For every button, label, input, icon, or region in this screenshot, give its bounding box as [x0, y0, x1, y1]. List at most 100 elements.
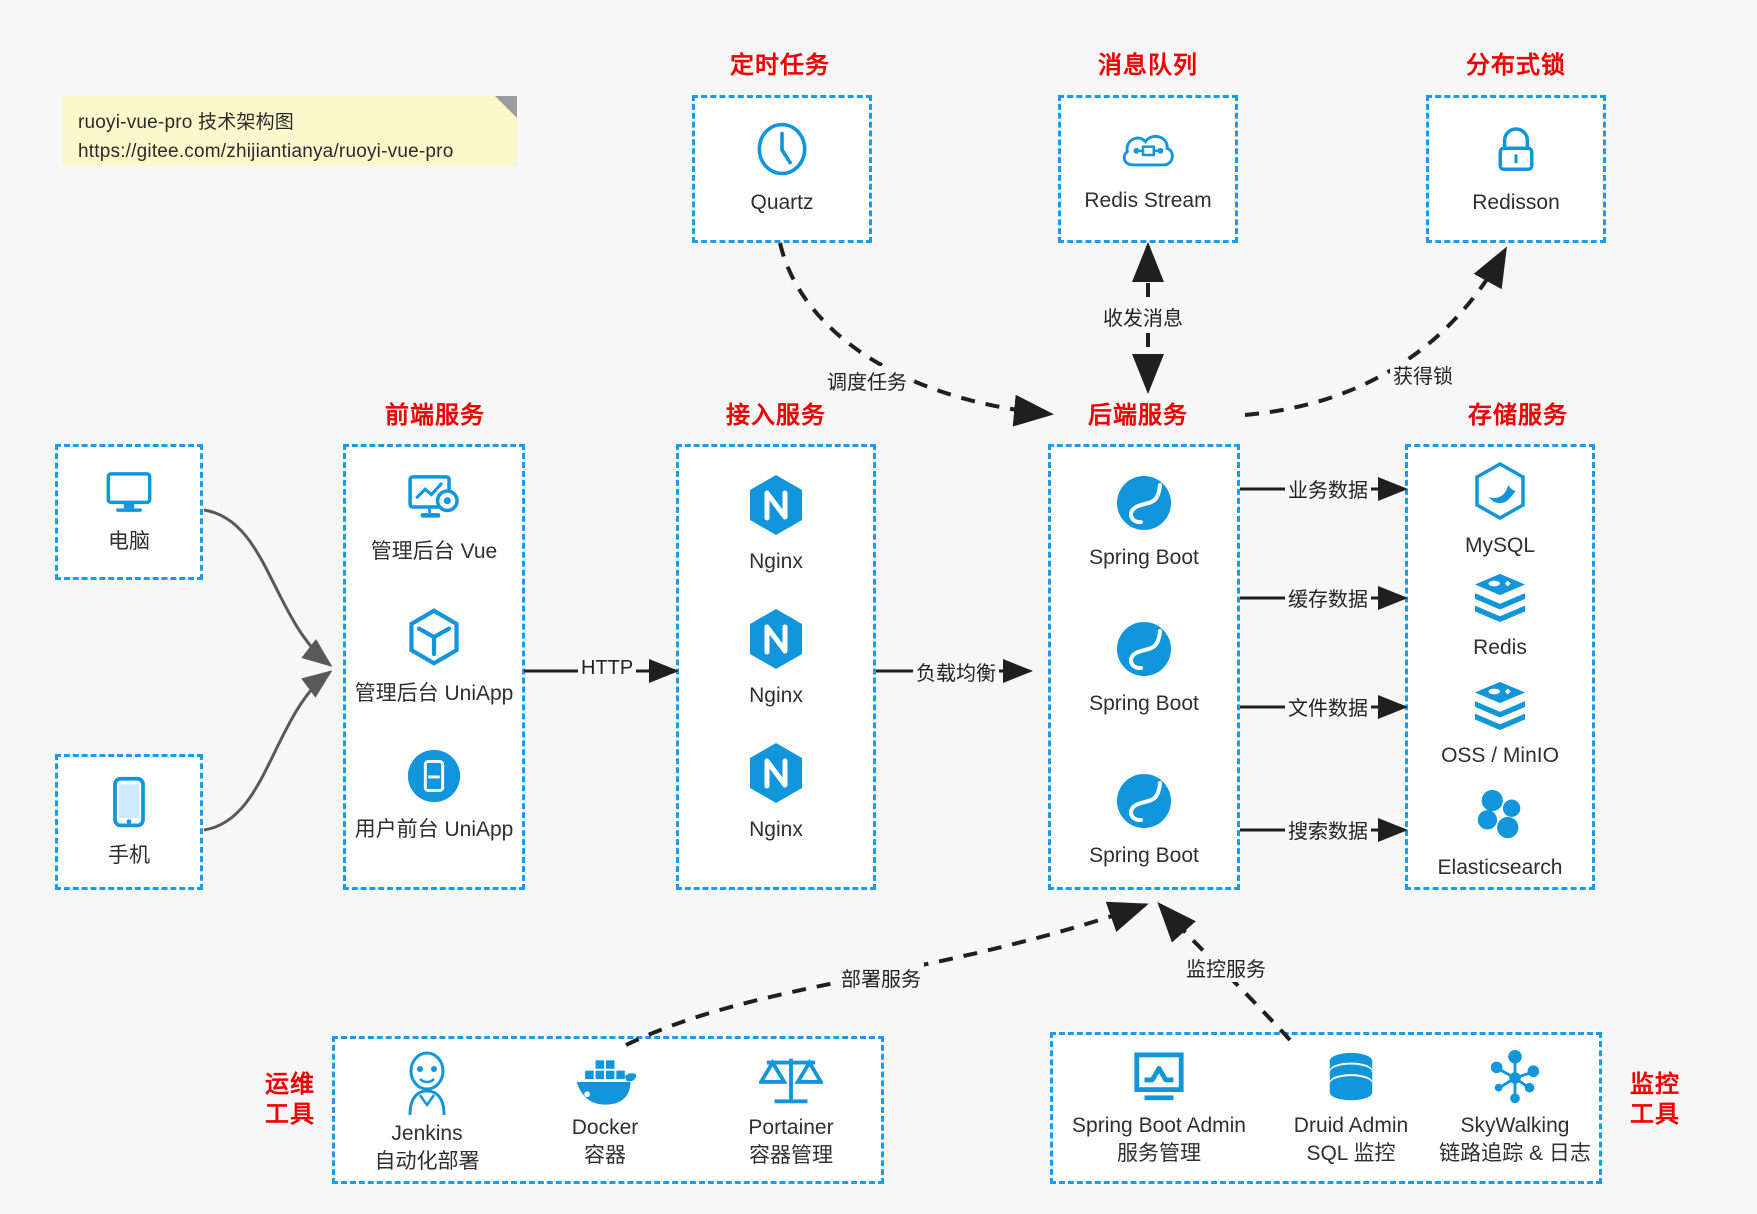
node-label: Jenkins — [391, 1122, 463, 1145]
node-quartz[interactable]: Quartz — [695, 120, 869, 217]
node-label: Elasticsearch — [1437, 856, 1563, 879]
group-title-scheduled-task: 定时任务 — [730, 52, 830, 79]
node-label: Redisson — [1472, 191, 1560, 214]
node-druid-admin[interactable]: Druid Admin SQL 监控 — [1261, 1051, 1441, 1169]
title-sticky-note: ruoyi-vue-pro 技术架构图 https://gitee.com/zh… — [62, 96, 517, 166]
redis-stack-icon — [1408, 679, 1592, 736]
edge-label-acquire-lock: 获得锁 — [1390, 360, 1456, 389]
node-label: Nginx — [749, 550, 803, 573]
group-distributed-lock: Redisson — [1426, 95, 1606, 243]
group-client-desktop: 电脑 — [55, 444, 203, 580]
note-line-1: ruoyi-vue-pro 技术架构图 — [78, 112, 295, 133]
edge-label-monitor-service: 监控服务 — [1183, 953, 1269, 982]
node-sublabel: 链路追踪 & 日志 — [1439, 1142, 1591, 1166]
node-spring-boot-2[interactable]: Spring Boot — [1051, 619, 1237, 718]
spring-leaf-icon — [1051, 619, 1237, 684]
wire-mobile-to-frontend — [203, 670, 333, 832]
group-message-queue: Redis Stream — [1058, 95, 1238, 243]
node-oss-minio[interactable]: OSS / MinIO — [1408, 679, 1592, 770]
group-gateway: Nginx Nginx Nginx — [676, 444, 876, 890]
node-redisson[interactable]: Redisson — [1429, 122, 1603, 217]
node-desktop[interactable]: 电脑 — [58, 467, 200, 556]
node-mysql[interactable]: MySQL — [1408, 461, 1592, 560]
node-admin-vue[interactable]: 管理后台 Vue — [346, 471, 522, 566]
wire-backend-to-redisson — [1244, 246, 1507, 417]
group-title-storage: 存储服务 — [1468, 402, 1568, 429]
node-label: Docker — [571, 1116, 639, 1139]
group-title-message-queue: 消息队列 — [1098, 52, 1198, 79]
node-label: Nginx — [749, 684, 803, 707]
devops-title-line-1: 运维 — [265, 1071, 315, 1098]
spring-leaf-icon — [1051, 771, 1237, 836]
node-label: 电脑 — [108, 530, 150, 553]
node-label: Spring Boot Admin — [1072, 1114, 1246, 1137]
node-jenkins[interactable]: Jenkins 自动化部署 — [347, 1049, 507, 1177]
wire-quartz-to-backend — [778, 242, 1054, 427]
edge-label-mq-messages: 收发消息 — [1100, 302, 1186, 331]
group-title-gateway: 接入服务 — [726, 402, 826, 429]
node-label: Spring Boot — [1089, 844, 1199, 867]
node-user-uniapp[interactable]: 用户前台 UniApp — [346, 747, 522, 844]
group-scheduled-task: Quartz — [692, 95, 872, 243]
database-cylinder-icon — [1323, 1052, 1379, 1111]
network-nodes-icon — [1486, 1049, 1544, 1111]
group-monitoring-tools: Spring Boot Admin 服务管理 Druid Admin SQL 监… — [1050, 1032, 1602, 1184]
edge-label-business-data: 业务数据 — [1285, 474, 1371, 503]
node-skywalking[interactable]: SkyWalking 链路追踪 & 日志 — [1425, 1049, 1605, 1169]
desktop-monitor-icon — [58, 467, 200, 522]
group-backend: Spring Boot Spring Boot Spring Boot — [1048, 444, 1240, 890]
note-fold-corner — [495, 96, 517, 118]
node-admin-uniapp[interactable]: 管理后台 UniApp — [346, 607, 522, 708]
node-portainer[interactable]: Portainer 容器管理 — [711, 1051, 871, 1171]
group-title-devops: 运维 工具 — [255, 1070, 325, 1130]
redis-stack-icon — [1408, 571, 1592, 628]
node-label: OSS / MinIO — [1441, 744, 1559, 767]
node-sublabel: 容器 — [584, 1144, 626, 1168]
node-sublabel: SQL 监控 — [1306, 1142, 1396, 1166]
node-label: Redis — [1473, 636, 1527, 659]
nginx-icon — [679, 607, 873, 676]
node-mobile[interactable]: 手机 — [58, 775, 200, 870]
node-redis-stream[interactable]: Redis Stream — [1061, 124, 1235, 215]
node-label: MySQL — [1464, 534, 1535, 557]
node-docker[interactable]: Docker 容器 — [525, 1055, 685, 1171]
node-nginx-1[interactable]: Nginx — [679, 473, 873, 576]
group-client-mobile: 手机 — [55, 754, 203, 890]
node-label: Nginx — [749, 818, 803, 841]
group-frontend: 管理后台 Vue 管理后台 UniApp 用户前台 UniApp — [343, 444, 525, 890]
mobile-phone-icon — [58, 775, 200, 836]
edge-label-file-data: 文件数据 — [1285, 692, 1371, 721]
node-sublabel: 服务管理 — [1117, 1142, 1201, 1166]
edge-label-deploy-service: 部署服务 — [838, 963, 924, 992]
node-elasticsearch[interactable]: Elasticsearch — [1408, 787, 1592, 882]
spring-leaf-icon — [1051, 473, 1237, 538]
monitor-chart-icon — [1129, 1052, 1189, 1111]
devops-title-line-2: 工具 — [265, 1101, 315, 1128]
clock-icon — [695, 120, 869, 183]
monitoring-title-line-2: 工具 — [1630, 1101, 1680, 1128]
group-storage: MySQL Redis — [1405, 444, 1595, 890]
docker-whale-icon — [572, 1060, 638, 1113]
elasticsearch-icon — [1408, 787, 1592, 848]
node-spring-boot-3[interactable]: Spring Boot — [1051, 771, 1237, 870]
node-spring-boot-admin[interactable]: Spring Boot Admin 服务管理 — [1059, 1051, 1259, 1169]
cloud-network-icon — [1061, 124, 1235, 181]
edge-label-http: HTTP — [578, 657, 637, 680]
node-label: SkyWalking — [1460, 1114, 1570, 1137]
node-nginx-2[interactable]: Nginx — [679, 607, 873, 710]
nginx-icon — [679, 473, 873, 542]
node-spring-boot-1[interactable]: Spring Boot — [1051, 473, 1237, 572]
lock-icon — [1429, 122, 1603, 183]
node-label: Druid Admin — [1293, 1114, 1409, 1137]
node-label: Spring Boot — [1089, 692, 1199, 715]
app-window-icon — [346, 747, 522, 810]
group-title-frontend: 前端服务 — [385, 402, 485, 429]
node-label: 管理后台 UniApp — [354, 682, 514, 705]
node-nginx-3[interactable]: Nginx — [679, 741, 873, 844]
group-title-backend: 后端服务 — [1088, 402, 1188, 429]
node-sublabel: 容器管理 — [749, 1144, 833, 1168]
node-redis[interactable]: Redis — [1408, 571, 1592, 662]
monitoring-title-line-1: 监控 — [1630, 1071, 1680, 1098]
node-label: Spring Boot — [1089, 546, 1199, 569]
